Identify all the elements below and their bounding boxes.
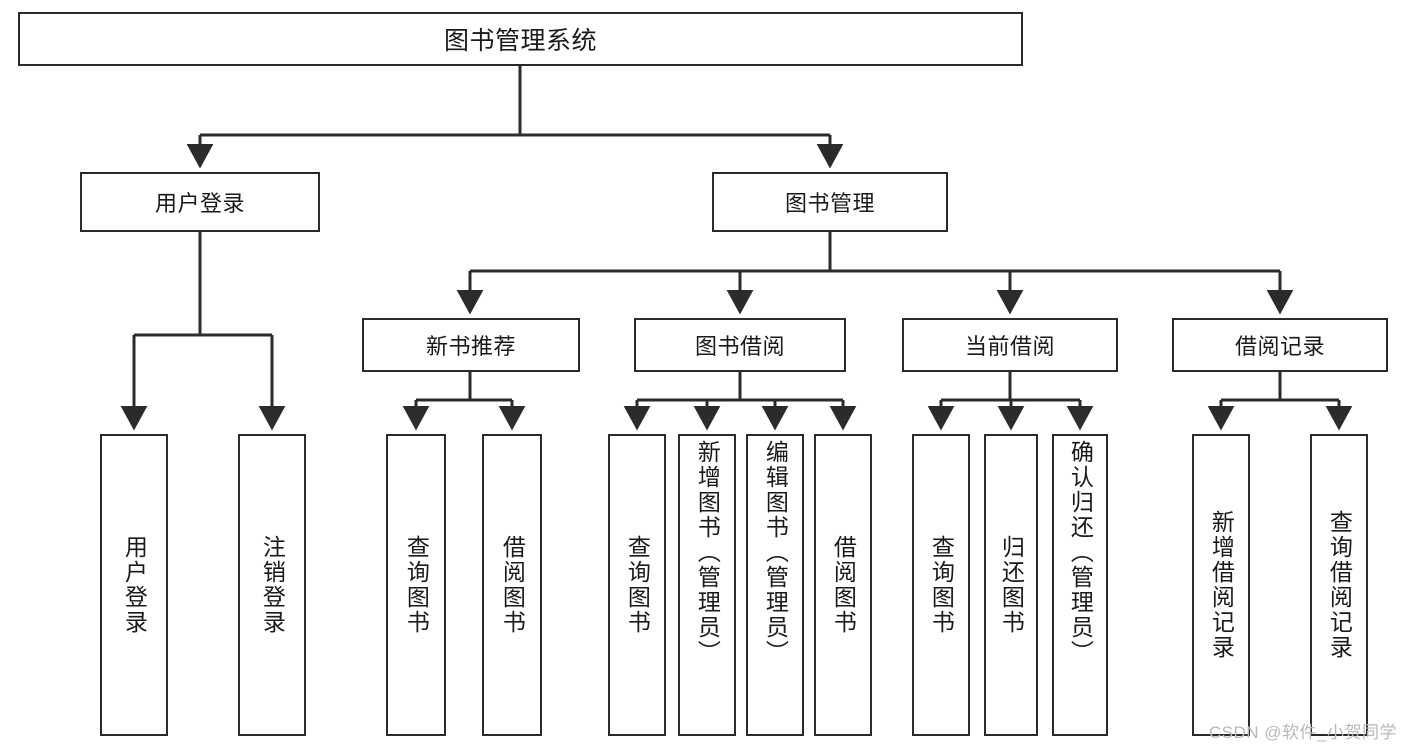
leaf-query-book-recommend[interactable]: 查询图书 <box>386 434 446 736</box>
leaf-label-borrow-book-recommend: 借阅图书 <box>499 535 526 635</box>
leaf-add-book-admin[interactable]: 新增图书（管理员） <box>678 434 736 736</box>
leaf-edit-book-admin[interactable]: 编辑图书（管理员） <box>746 434 804 736</box>
node-root-system[interactable]: 图书管理系统 <box>18 12 1023 66</box>
leaf-label-edit-book-admin: 编辑图书（管理员） <box>762 440 789 665</box>
node-book-management[interactable]: 图书管理 <box>712 172 948 232</box>
leaf-query-book-current[interactable]: 查询图书 <box>912 434 970 736</box>
leaf-user-login-action[interactable]: 用户登录 <box>100 434 168 736</box>
leaf-label-borrow-book-action: 借阅图书 <box>830 535 857 635</box>
node-borrow-record[interactable]: 借阅记录 <box>1172 318 1388 372</box>
node-label-book-management: 图书管理 <box>784 191 875 216</box>
node-label-root: 图书管理系统 <box>443 27 597 55</box>
leaf-label-user-logout-action: 注销登录 <box>259 535 286 635</box>
leaf-label-return-book: 归还图书 <box>998 535 1025 635</box>
leaf-confirm-return-admin[interactable]: 确认归还（管理员） <box>1052 434 1108 736</box>
node-user-login[interactable]: 用户登录 <box>80 172 320 232</box>
node-label-new-book-recommend: 新书推荐 <box>425 334 516 359</box>
leaf-user-logout-action[interactable]: 注销登录 <box>238 434 306 736</box>
leaf-label-add-book-admin: 新增图书（管理员） <box>694 440 721 665</box>
leaf-borrow-book-action[interactable]: 借阅图书 <box>814 434 872 736</box>
leaf-label-confirm-return-admin: 确认归还（管理员） <box>1067 440 1094 665</box>
node-new-book-recommend[interactable]: 新书推荐 <box>362 318 580 372</box>
leaf-query-book-borrow[interactable]: 查询图书 <box>608 434 666 736</box>
leaf-label-query-book-current: 查询图书 <box>928 535 955 635</box>
node-label-borrow-record: 借阅记录 <box>1234 334 1325 359</box>
node-label-current-borrow: 当前借阅 <box>964 334 1055 359</box>
node-current-borrow[interactable]: 当前借阅 <box>902 318 1118 372</box>
csdn-watermark: CSDN @软件_小贺同学 <box>1208 723 1397 742</box>
leaf-return-book[interactable]: 归还图书 <box>984 434 1038 736</box>
leaf-add-borrow-record[interactable]: 新增借阅记录 <box>1192 434 1250 736</box>
leaf-borrow-book-recommend[interactable]: 借阅图书 <box>482 434 542 736</box>
leaf-label-add-borrow-record: 新增借阅记录 <box>1208 510 1235 660</box>
leaf-query-borrow-record[interactable]: 查询借阅记录 <box>1310 434 1368 736</box>
leaf-label-query-book-recommend: 查询图书 <box>403 535 430 635</box>
node-label-user-login: 用户登录 <box>154 191 245 216</box>
node-book-borrow[interactable]: 图书借阅 <box>634 318 846 372</box>
leaf-label-query-book-borrow: 查询图书 <box>624 535 651 635</box>
node-label-book-borrow: 图书借阅 <box>694 334 785 359</box>
leaf-label-user-login-action: 用户登录 <box>121 535 148 635</box>
leaf-label-query-borrow-record: 查询借阅记录 <box>1326 510 1353 660</box>
